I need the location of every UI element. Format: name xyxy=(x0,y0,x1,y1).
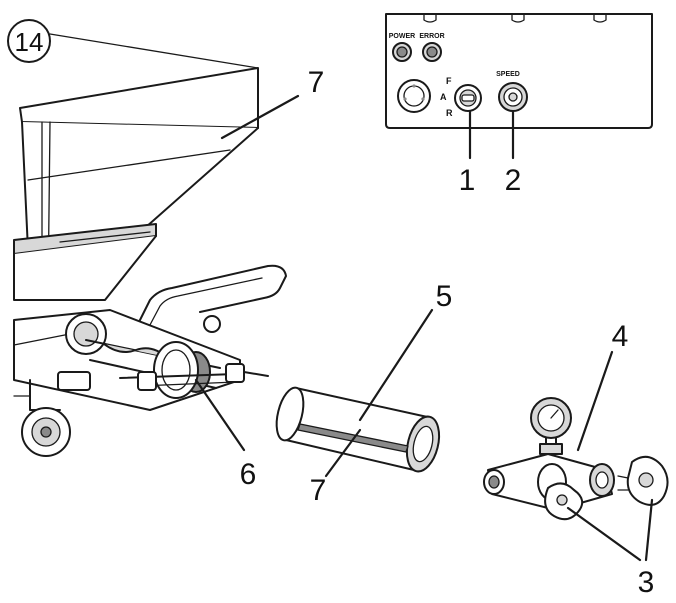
leader-hopper xyxy=(220,94,300,140)
step-badge: 14 xyxy=(7,19,51,63)
callout-switch: 1 xyxy=(459,164,476,197)
step-badge-circle xyxy=(7,19,51,63)
callout-hopper: 7 xyxy=(308,66,325,99)
callout-rotor: 6 xyxy=(240,458,257,491)
callout-stator-lower: 7 xyxy=(310,474,327,507)
direction-switch-lever xyxy=(461,94,475,102)
rotor-clamp-inner xyxy=(161,349,191,391)
hopper-fold-line xyxy=(27,149,231,181)
direction-label-a: A xyxy=(440,92,447,102)
leader-rotor xyxy=(194,378,246,452)
leader-stator-lower xyxy=(324,428,362,478)
tie-rod-nut xyxy=(137,371,157,391)
leader-knob-b xyxy=(644,498,654,562)
pump-head xyxy=(483,397,615,521)
hopper xyxy=(13,67,259,301)
star-knob-center xyxy=(556,494,568,506)
loose-star-knob-center xyxy=(638,472,654,488)
mount-tab xyxy=(593,13,607,23)
step-number: 14 xyxy=(15,27,44,57)
frame-band-slot xyxy=(59,231,151,243)
frame-bracket xyxy=(57,371,91,391)
wheel-axle xyxy=(40,426,52,438)
callout-stator: 5 xyxy=(436,280,453,313)
direction-label-r: R xyxy=(446,108,453,118)
leader-pump-head xyxy=(576,350,614,452)
error-label: ERROR xyxy=(419,33,444,40)
connector-pin xyxy=(421,97,425,101)
connector-pin xyxy=(412,84,416,88)
connector-socket-inner xyxy=(403,85,425,107)
frame-handle xyxy=(129,264,287,341)
frame-bolt-hole xyxy=(203,315,221,333)
callout-knobs: 3 xyxy=(638,566,655,599)
loose-star-knob xyxy=(617,455,669,506)
loose-star-knob-thread xyxy=(617,475,629,491)
stator-bore xyxy=(412,425,434,463)
error-indicator-lens xyxy=(426,46,438,58)
speed-label: SPEED xyxy=(496,71,520,78)
mount-tab xyxy=(511,13,525,23)
direction-label-f: F xyxy=(446,76,452,86)
power-indicator-lens xyxy=(396,46,408,58)
guide-line xyxy=(49,33,259,69)
connector-pin xyxy=(403,97,407,101)
hopper-rim xyxy=(19,67,259,129)
callout-pump-head: 4 xyxy=(612,320,629,353)
callout-speed-knob: 2 xyxy=(505,164,522,197)
control-panel: POWER ERROR F A R SPEED xyxy=(385,13,653,129)
frame-handle-inner xyxy=(141,277,263,341)
bearing-flange-inner xyxy=(73,321,99,347)
machine-frame xyxy=(13,264,287,457)
pump-head-inlet-bore xyxy=(488,475,500,489)
gauge-fitting xyxy=(539,443,563,455)
hopper-chute xyxy=(13,235,157,301)
speed-knob-center xyxy=(508,92,518,102)
stator-tube xyxy=(275,386,441,473)
leader-stator xyxy=(358,308,434,422)
pressure-gauge-needle xyxy=(550,409,559,419)
leader-knob-a xyxy=(566,506,642,562)
tie-rod-tip xyxy=(243,371,269,377)
control-panel-box xyxy=(385,13,653,129)
mount-tab xyxy=(423,13,437,23)
power-label: POWER xyxy=(389,33,415,40)
stator-end-left xyxy=(275,386,305,442)
pump-head-outlet-bore xyxy=(595,471,609,489)
tie-rod-nut xyxy=(225,363,245,383)
